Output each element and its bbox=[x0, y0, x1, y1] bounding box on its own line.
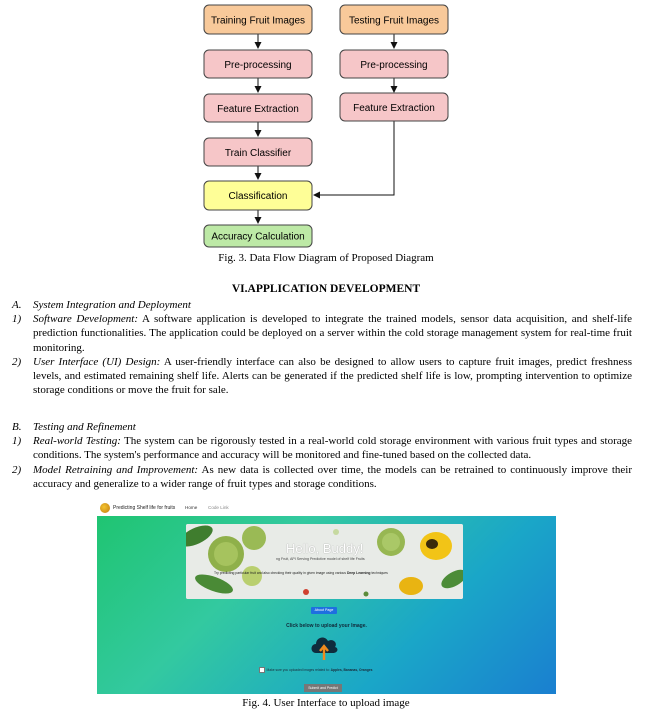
subsection-b-marker: B. bbox=[12, 421, 22, 433]
file-type-checkbox-row[interactable]: Make sure you uploaded images related to… bbox=[259, 667, 372, 673]
item-body: As new data is collected over time, the … bbox=[33, 463, 632, 490]
node-accuracy: Accuracy Calculation bbox=[203, 224, 313, 248]
node-classification-label: Classification bbox=[229, 191, 288, 202]
about-page-button[interactable]: About Page bbox=[311, 607, 337, 614]
list-item: 1) Real-world Testing: The system can be… bbox=[12, 434, 632, 462]
item-body: The system can be rigorously tested in a… bbox=[33, 435, 632, 462]
screenshot-brand: Predicting Shelf life for fruits bbox=[113, 505, 176, 511]
list-item: 2) User Interface (UI) Design: A user-fr… bbox=[12, 355, 632, 398]
node-train-classifier: Train Classifier bbox=[203, 137, 313, 167]
subsection-a-title: System Integration and Deployment bbox=[33, 299, 191, 311]
node-feature-extraction-train: Feature Extraction bbox=[203, 93, 313, 123]
screenshot-nav-home[interactable]: Home bbox=[185, 505, 198, 510]
node-training-images-label: Training Fruit Images bbox=[211, 16, 305, 27]
screenshot-hero-subtitle: ng Fruit, API Serving Predictive model o… bbox=[276, 557, 365, 561]
screenshot-navbar: Predicting Shelf life for fruits Home Co… bbox=[97, 500, 556, 516]
item-text: User Interface (UI) Design: A user-frien… bbox=[33, 355, 632, 398]
list-item: 2) Model Retraining and Improvement: As … bbox=[12, 463, 632, 491]
cloud-upload-icon[interactable] bbox=[309, 633, 339, 661]
node-testing-images: Testing Fruit Images bbox=[339, 4, 449, 35]
subsection-a: A. System Integration and Deployment 1) … bbox=[12, 298, 632, 397]
item-lead: Real-world Testing: bbox=[33, 435, 121, 448]
screenshot-nav-code-link[interactable]: Code Link bbox=[208, 505, 229, 510]
item-marker: 1) bbox=[12, 435, 22, 448]
list-item: 1) Software Development: A software appl… bbox=[12, 312, 632, 355]
screenshot-hero-title: Hello, Buddy! bbox=[286, 541, 364, 556]
upload-title: Click below to upload your Image. bbox=[286, 623, 367, 629]
submit-predict-button[interactable]: Submit and Predict bbox=[304, 684, 342, 692]
node-preprocessing-test-label: Pre-processing bbox=[360, 60, 427, 71]
checkbox-label-bold: Apples, Bananas, Oranges bbox=[330, 667, 373, 672]
item-lead: Software Development: bbox=[33, 313, 139, 326]
item-body: A software application is developed to i… bbox=[33, 313, 632, 354]
screenshot-hero-description: Try predicting particular fruit and also… bbox=[214, 571, 454, 575]
node-train-classifier-label: Train Classifier bbox=[225, 148, 292, 159]
node-preprocessing-test: Pre-processing bbox=[339, 49, 449, 79]
screenshot-hero: Hello, Buddy! ng Fruit, API Serving Pred… bbox=[186, 524, 463, 599]
ui-screenshot-figure: Predicting Shelf life for fruits Home Co… bbox=[97, 500, 556, 694]
arrow-test-classify bbox=[313, 121, 395, 199]
item-body: A user-friendly interface can also be de… bbox=[33, 355, 632, 397]
checkbox-label: Make sure you uploaded images related to… bbox=[267, 668, 373, 672]
checkbox-label-pre: Make sure you uploaded images related to… bbox=[266, 667, 331, 672]
node-classification: Classification bbox=[203, 180, 313, 211]
node-feature-extraction-train-label: Feature Extraction bbox=[217, 104, 299, 115]
item-text: Model Retraining and Improvement: As new… bbox=[33, 463, 632, 491]
fruit-logo-icon bbox=[100, 503, 110, 513]
item-text: Real-world Testing: The system can be ri… bbox=[33, 434, 632, 462]
item-lead: Model Retraining and Improvement: bbox=[33, 463, 199, 476]
flow-arrows bbox=[254, 34, 398, 224]
node-training-images: Training Fruit Images bbox=[203, 4, 313, 35]
hero-desc-post: techniques bbox=[370, 571, 388, 575]
subsection-b-title: Testing and Refinement bbox=[33, 421, 136, 433]
subsection-b: B. Testing and Refinement 1) Real-world … bbox=[12, 420, 632, 491]
fig4-caption: Fig. 4. User Interface to upload image bbox=[242, 697, 410, 709]
item-marker: 2) bbox=[12, 355, 22, 368]
node-preprocessing-train-label: Pre-processing bbox=[224, 60, 291, 71]
hero-desc-bold: Deep Learning bbox=[346, 571, 371, 575]
node-preprocessing-train: Pre-processing bbox=[203, 49, 313, 79]
node-testing-images-label: Testing Fruit Images bbox=[349, 16, 439, 27]
item-marker: 1) bbox=[12, 313, 22, 326]
node-feature-extraction-test: Feature Extraction bbox=[339, 92, 449, 122]
subsection-a-heading: A. System Integration and Deployment bbox=[12, 298, 632, 312]
node-feature-extraction-test-label: Feature Extraction bbox=[353, 103, 435, 114]
subsection-a-marker: A. bbox=[12, 299, 22, 311]
fruit-photo-image bbox=[186, 524, 463, 599]
data-flow-diagram: Training Fruit Images Pre-processing Fea… bbox=[203, 4, 449, 248]
subsection-b-heading: B. Testing and Refinement bbox=[12, 420, 632, 434]
hero-desc-pre: Try predicting particular fruit and also… bbox=[214, 571, 347, 575]
item-marker: 2) bbox=[12, 463, 22, 476]
node-accuracy-label: Accuracy Calculation bbox=[211, 232, 304, 243]
item-lead: User Interface (UI) Design: bbox=[33, 355, 161, 368]
item-text: Software Development: A software applica… bbox=[33, 312, 632, 355]
confirm-checkbox[interactable] bbox=[259, 667, 265, 673]
fig3-caption: Fig. 3. Data Flow Diagram of Proposed Di… bbox=[218, 252, 434, 264]
section-title: VI.APPLICATION DEVELOPMENT bbox=[231, 283, 421, 295]
